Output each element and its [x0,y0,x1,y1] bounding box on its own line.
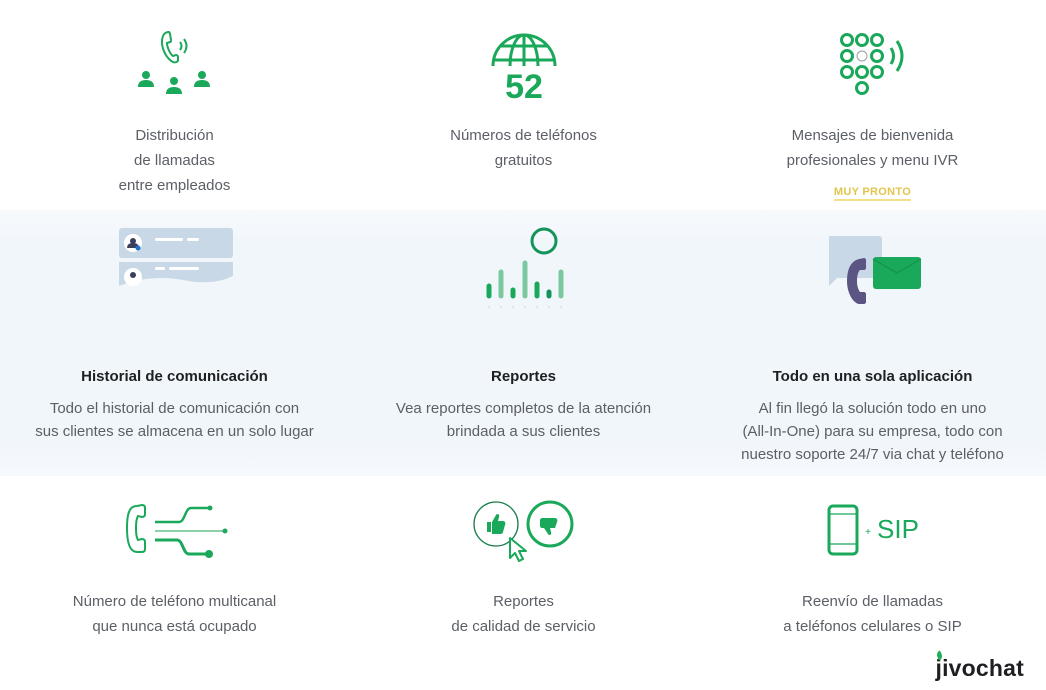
history-cards-icon [0,226,349,290]
jivochat-logo: jivochat [935,650,1024,682]
feature-communication-history: Historial de comunicación Todo el histor… [0,210,349,476]
feature-all-in-one: Todo en una sola aplicación Al fin llegó… [698,210,1046,476]
feature-text: Distribución de llamadas entre empleados [118,127,231,194]
reports-chart-icon [349,226,698,316]
feature-text: Número de teléfono multicanal que nunca … [72,593,277,635]
feature-reports: Reportes Vea reportes completos de la at… [349,210,698,476]
quality-rating-icon [349,500,698,562]
feature-text: Todo el historial de comunicación con su… [35,400,314,440]
ivr-keypad-icon [698,30,1046,100]
feature-multichannel-number: Número de teléfono multicanal que nunca … [0,476,349,690]
feature-title: Historial de comunicación [81,368,268,385]
feature-call-distribution: Distribución de llamadas entre empleados [0,0,349,210]
all-in-one-icon [698,234,1046,306]
feature-ivr-messages: Mensajes de bienvenida profesionales y m… [698,0,1046,210]
svg-text:+: + [865,527,871,538]
svg-text:SIP: SIP [877,514,919,544]
feature-quality-reports: Reportes de calidad de servicio [349,476,698,690]
feature-toll-free-numbers: 52 Números de teléfonos gratuitos [349,0,698,210]
call-distribution-icon [0,28,349,100]
feature-text: Reportes de calidad de servicio [451,593,596,635]
feature-text: Números de teléfonos gratuitos [450,127,597,169]
multichannel-phone-icon [0,500,349,562]
feature-call-forwarding: + SIP Reenvío de llamadas a teléfonos ce… [698,476,1046,690]
sip-forwarding-icon: + SIP [698,504,1046,558]
feature-text: Reenvío de llamadas a teléfonos celulare… [783,593,962,635]
features-row-bottom [0,476,1046,690]
globe-52-icon: 52 [349,28,698,102]
feature-text: Al fin llegó la solución todo en uno (Al… [741,400,1004,463]
feature-text: Vea reportes completos de la atención br… [395,400,652,440]
svg-text:52: 52 [505,68,543,102]
feature-title: Reportes [490,368,557,385]
coming-soon-badge: MUY PRONTO [698,182,1046,201]
feature-text: Mensajes de bienvenida profesionales y m… [786,127,959,169]
feature-title: Todo en una sola aplicación [772,368,973,385]
